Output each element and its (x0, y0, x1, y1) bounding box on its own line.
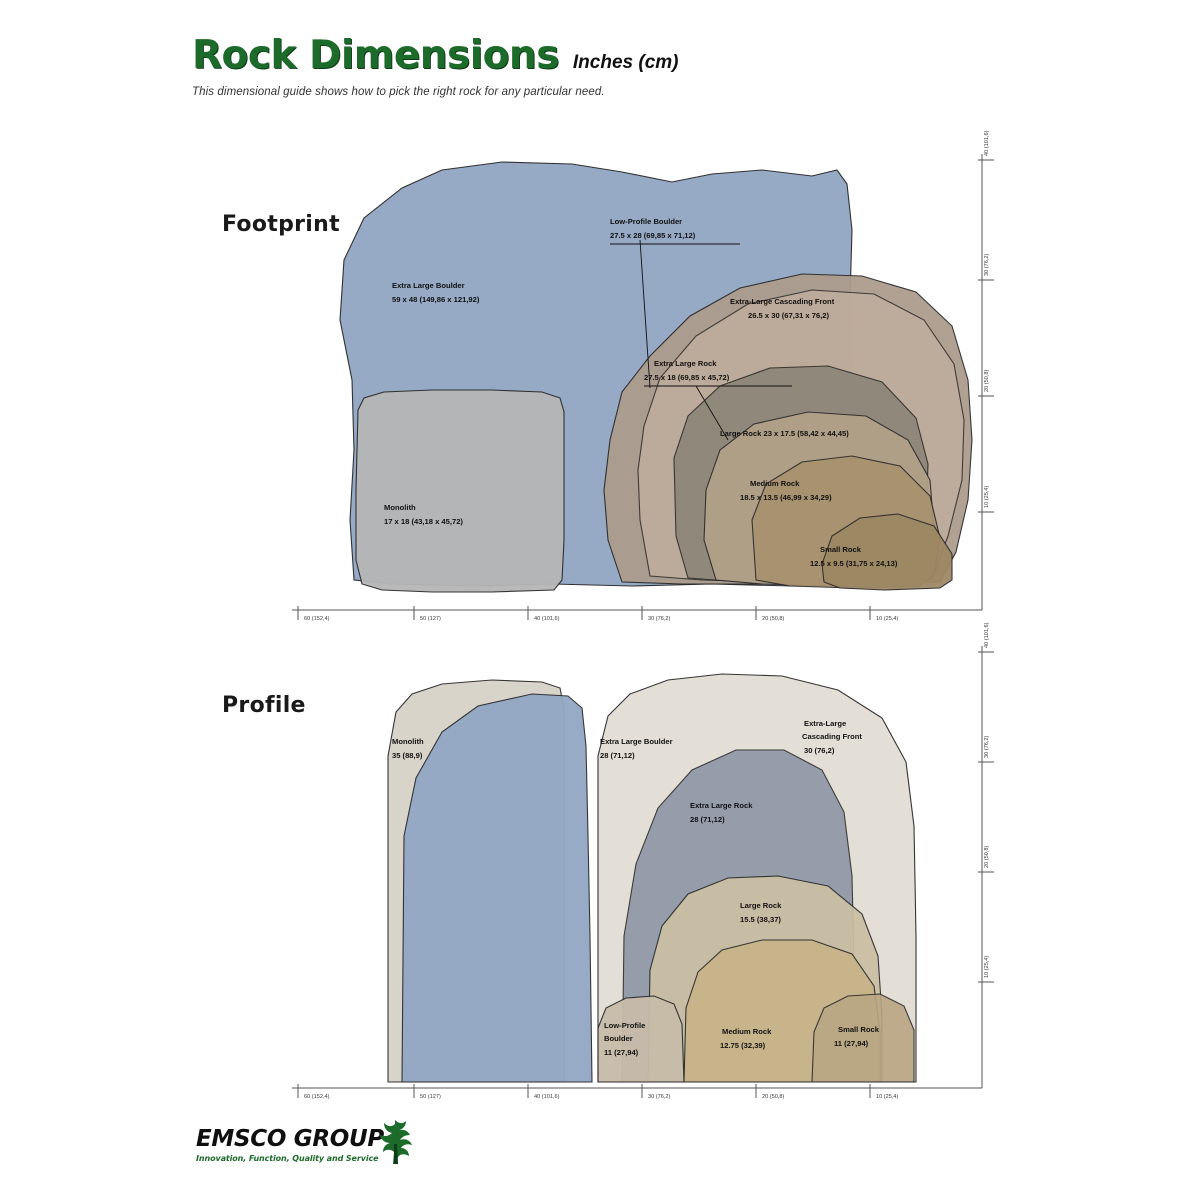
footprint-x-ticks: 60 (152,4) 50 (127) 40 (101,6) 30 (76,2)… (297, 606, 899, 622)
units-label: Inches (cm) (572, 52, 679, 73)
footprint-ytick-1: 30 (76,2) (984, 253, 990, 276)
profile-xtick-3: 30 (76,2) (648, 1094, 671, 1100)
label-extra-large-boulder-dims: 59 x 48 (149,86 x 121,92) (392, 295, 480, 304)
footprint-chart: Low-Profile Boulder 27.5 x 28 (69,85 x 7… (292, 130, 994, 622)
profile-ytick-0: 40 (101,6) (984, 622, 990, 648)
profile-x-ticks: 60 (152,4) 50 (127) 40 (101,6) 30 (76,2)… (297, 1084, 899, 1100)
footprint-xtick-0: 60 (152,4) (304, 616, 330, 622)
label-extra-large-rock-dims: 27.5 x 18 (69,85 x 45,72) (644, 373, 730, 382)
profile-ytick-2: 20 (50,8) (984, 845, 990, 868)
label-low-profile-boulder-name: Low-Profile Boulder (610, 217, 682, 226)
profile-label-medium-rock-name: Medium Rock (722, 1027, 772, 1036)
profile-label-small-rock-dims: 11 (27,94) (834, 1039, 869, 1048)
profile-label-large-rock-dims: 15.5 (38,37) (740, 915, 781, 924)
footprint-y-ticks: 40 (101,6) 30 (76,2) 20 (50,8) 10 (25,4) (978, 130, 994, 513)
page-header: Rock Dimensions Inches (cm) This dimensi… (192, 36, 679, 98)
page-title: Rock Dimensions (192, 33, 559, 78)
profile-xtick-0: 60 (152,4) (304, 1094, 330, 1100)
profile-label-monolith-name: Monolith (392, 737, 424, 746)
label-monolith-name: Monolith (384, 503, 416, 512)
profile-ytick-1: 30 (76,2) (984, 735, 990, 758)
footprint-xtick-4: 20 (50,8) (762, 616, 785, 622)
label-small-rock-name: Small Rock (820, 545, 862, 554)
shape-monolith (355, 389, 565, 593)
profile-xtick-5: 10 (25,4) (876, 1094, 899, 1100)
label-monolith-dims: 17 x 18 (43,18 x 45,72) (384, 517, 463, 526)
profile-label-extra-large-boulder-dims: 28 (71,12) (600, 751, 635, 760)
profile-xtick-2: 40 (101,6) (534, 1094, 560, 1100)
profile-shape-low-profile-boulder (597, 995, 685, 1083)
footprint-section-title: Footprint (222, 212, 340, 237)
profile-label-low-profile-boulder-dims: 11 (27,94) (604, 1048, 639, 1057)
footprint-ytick-2: 20 (50,8) (984, 369, 990, 392)
label-medium-rock-dims: 18.5 x 13.5 (46,99 x 34,29) (740, 493, 832, 502)
footprint-xtick-1: 50 (127) (420, 616, 441, 622)
profile-label-extra-large-rock-dims: 28 (71,12) (690, 815, 725, 824)
profile-y-ticks: 40 (101,6) 30 (76,2) 20 (50,8) 10 (25,4) (978, 622, 994, 983)
footprint-xtick-5: 10 (25,4) (876, 616, 899, 622)
profile-label-cascading-front-name-2: Cascading Front (802, 732, 862, 741)
leader-low-profile-boulder (639, 239, 651, 389)
label-low-profile-boulder-dims: 27.5 x 28 (69,85 x 71,12) (610, 231, 696, 240)
label-cascading-front-dims: 26.5 x 30 (67,31 x 76,2) (748, 311, 830, 320)
profile-chart: Monolith 35 (88,9) Extra Large Boulder 2… (292, 622, 994, 1100)
profile-label-large-rock-name: Large Rock (740, 901, 782, 910)
footprint-xtick-2: 40 (101,6) (534, 616, 560, 622)
footprint-xtick-3: 30 (76,2) (648, 616, 671, 622)
leader-extra-large-rock (695, 385, 729, 441)
logo-wordmark: EMSCO GROUP (196, 1126, 384, 1152)
logo-tagline: Innovation, Function, Quality and Servic… (196, 1154, 379, 1163)
profile-shape-small-rock (811, 993, 915, 1083)
tree-icon (380, 1120, 412, 1164)
footprint-ytick-3: 10 (25,4) (984, 485, 990, 508)
label-medium-rock-name: Medium Rock (750, 479, 800, 488)
page-subtitle: This dimensional guide shows how to pick… (192, 86, 605, 98)
profile-label-medium-rock-dims: 12.75 (32,39) (720, 1041, 766, 1050)
label-extra-large-rock-name: Extra Large Rock (654, 359, 717, 368)
profile-label-monolith-dims: 35 (88,9) (392, 751, 423, 760)
profile-label-low-profile-boulder-name-1: Low-Profile (604, 1021, 645, 1030)
shape-small-rock (821, 513, 953, 591)
emsco-group-logo: EMSCO GROUP Innovation, Function, Qualit… (196, 1120, 412, 1182)
profile-label-small-rock-name: Small Rock (838, 1025, 880, 1034)
label-small-rock-dims: 12.5 x 9.5 (31,75 x 24,13) (810, 559, 898, 568)
profile-label-extra-large-rock-name: Extra Large Rock (690, 801, 753, 810)
profile-label-cascading-front-name-1: Extra-Large (804, 719, 846, 728)
profile-label-cascading-front-dims: 30 (76,2) (804, 746, 835, 755)
label-extra-large-boulder-name: Extra Large Boulder (392, 281, 465, 290)
label-cascading-front-name: Extra-Large Cascading Front (730, 297, 835, 306)
label-large-rock: Large Rock 23 x 17.5 (58,42 x 44,45) (720, 429, 849, 438)
profile-label-low-profile-boulder-name-2: Boulder (604, 1034, 633, 1043)
profile-section-title: Profile (222, 693, 306, 718)
footprint-ytick-0: 40 (101,6) (984, 130, 990, 156)
profile-xtick-1: 50 (127) (420, 1094, 441, 1100)
profile-ytick-3: 10 (25,4) (984, 955, 990, 978)
profile-xtick-4: 20 (50,8) (762, 1094, 785, 1100)
profile-label-extra-large-boulder-name: Extra Large Boulder (600, 737, 673, 746)
profile-shape-extra-large-boulder (401, 693, 593, 1083)
